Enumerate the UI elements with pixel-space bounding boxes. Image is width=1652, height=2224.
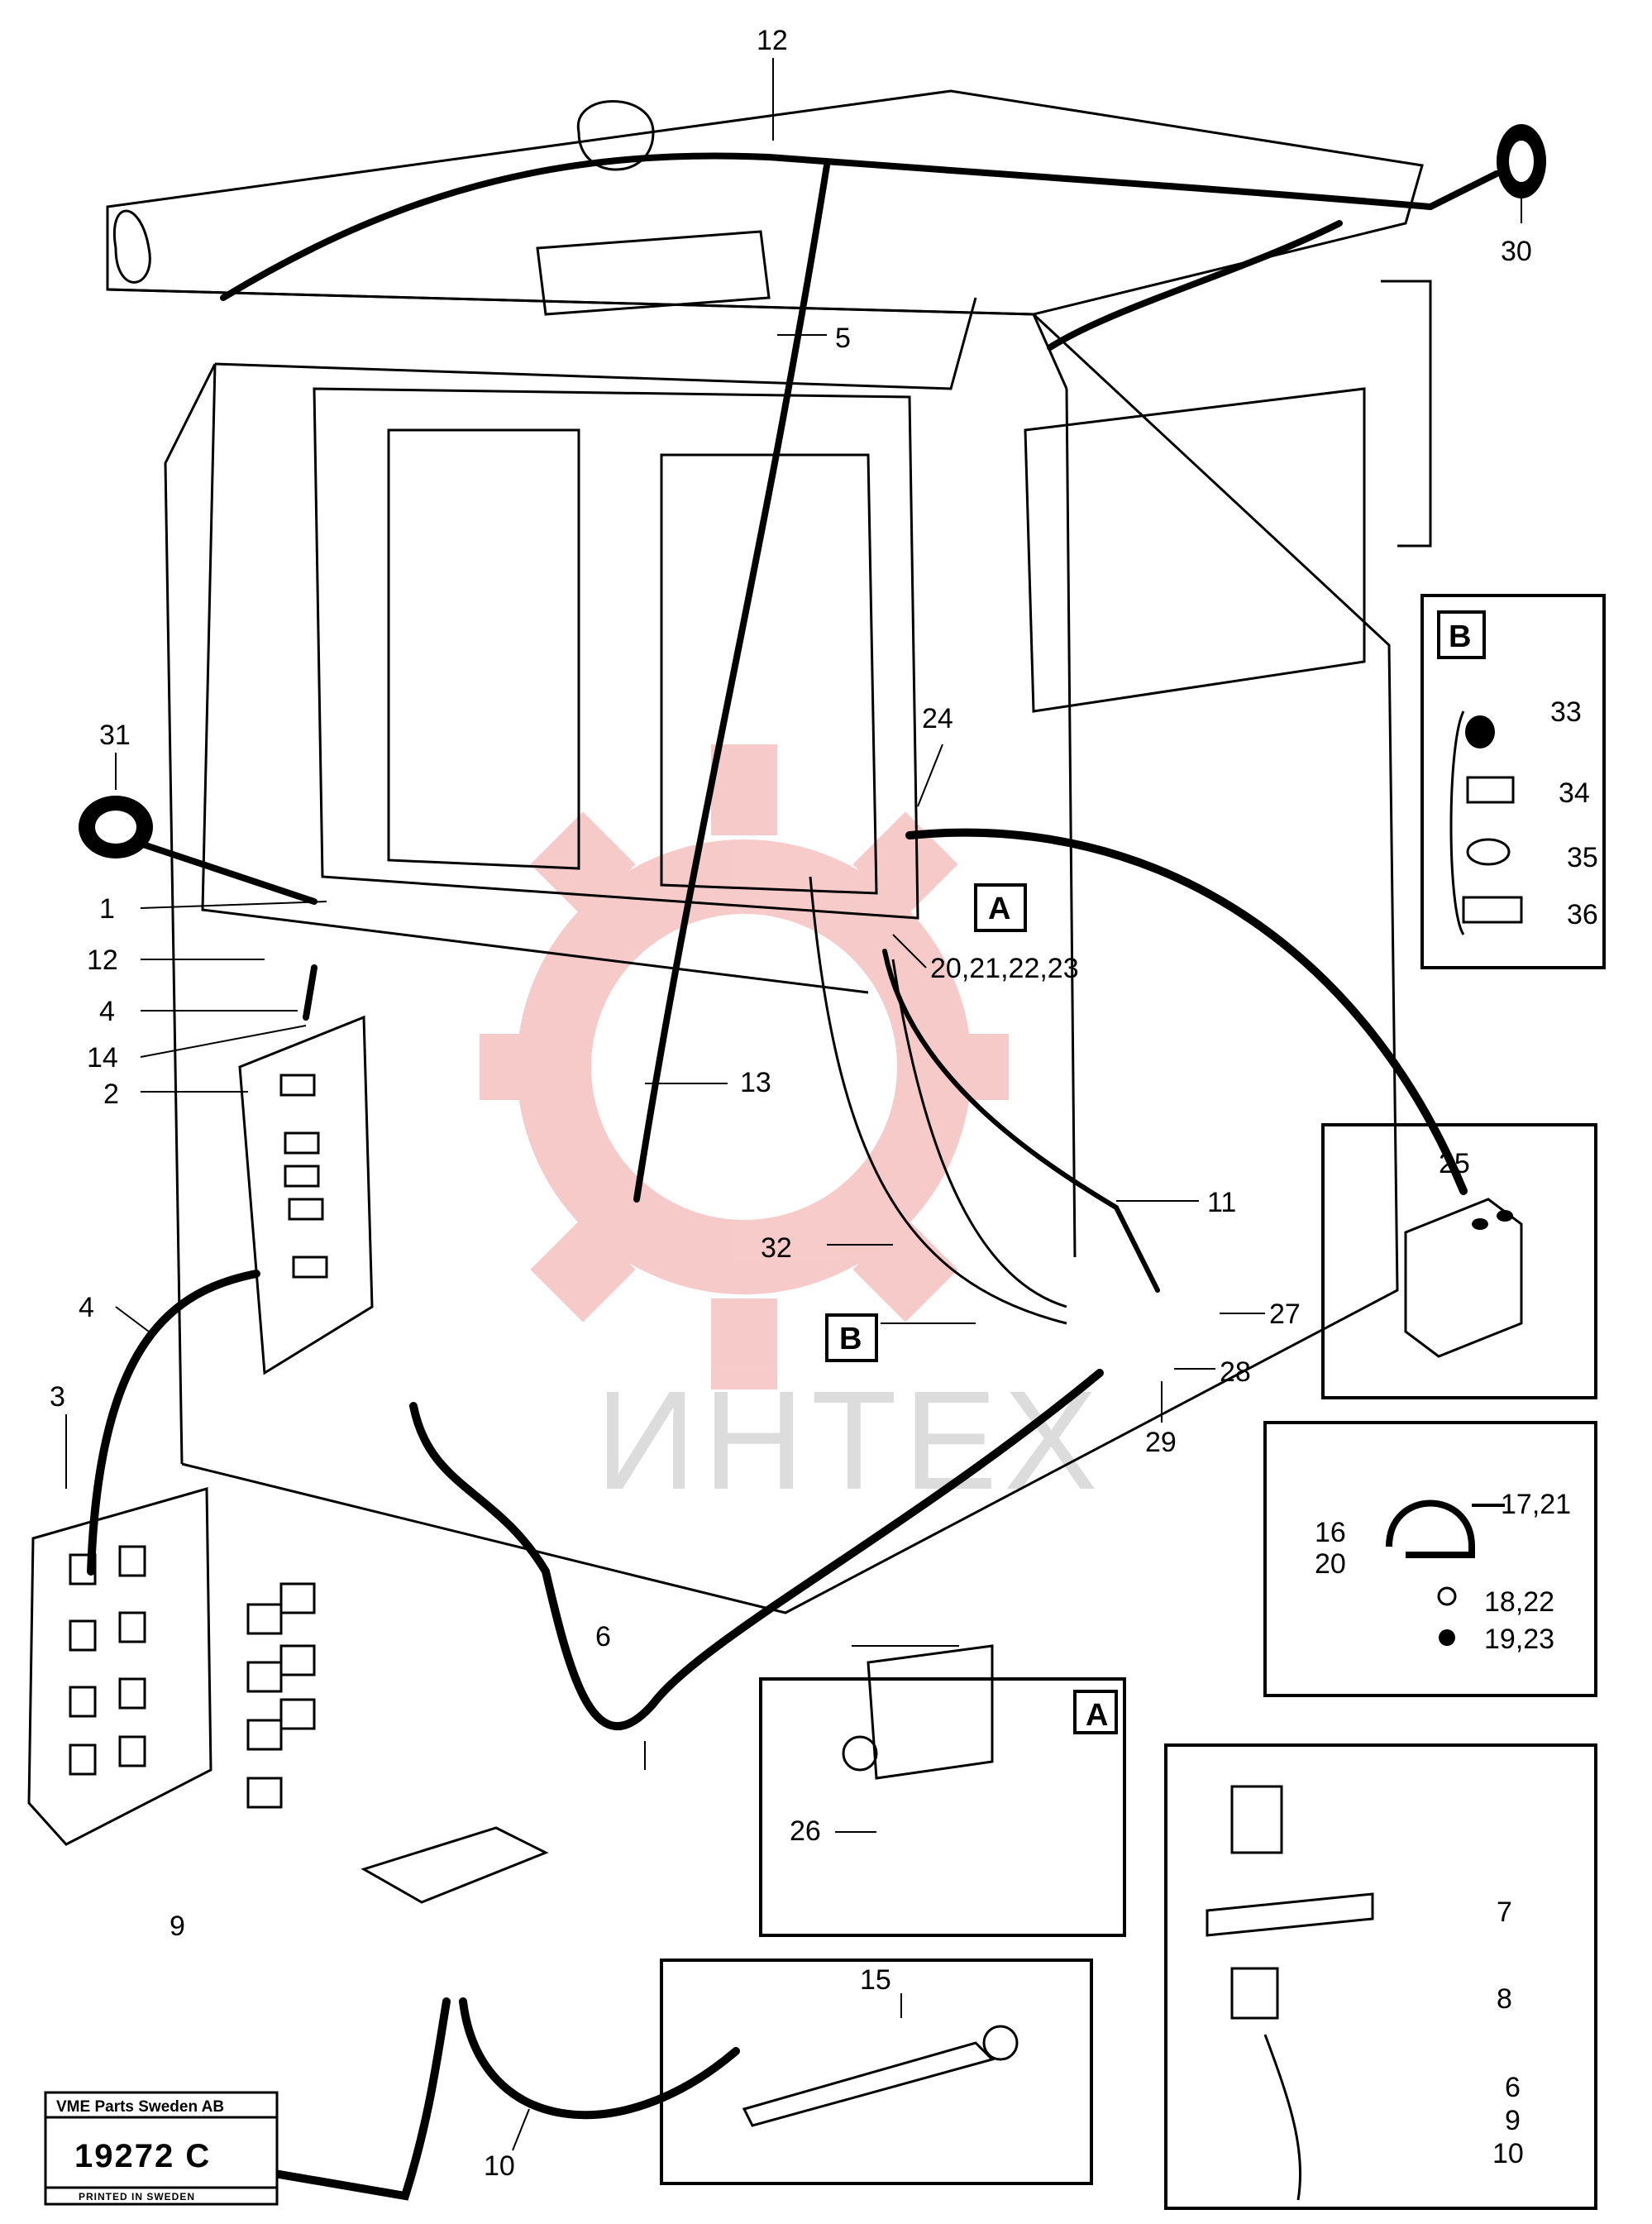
callout-17-21: 17,21 bbox=[1501, 1489, 1571, 1520]
harness-10 bbox=[459, 1997, 740, 2120]
callout-32: 32 bbox=[761, 1232, 792, 1264]
marker-b-letter: B bbox=[839, 1322, 862, 1356]
callout-24: 24 bbox=[922, 703, 953, 734]
callout-27: 27 bbox=[1269, 1299, 1301, 1330]
detail-box-b-upper: B bbox=[1420, 594, 1606, 969]
harness-9 bbox=[87, 1997, 451, 2201]
harness-6 bbox=[409, 1369, 1104, 1730]
callout-8: 8 bbox=[1497, 1983, 1512, 2015]
detail-box-a: A bbox=[759, 1644, 1126, 1937]
relay-terminal-block bbox=[246, 1582, 549, 1904]
callout-1: 1 bbox=[99, 893, 115, 925]
callout-20-23: 20,21,22,23 bbox=[930, 953, 1079, 984]
callout-34: 34 bbox=[1559, 777, 1590, 809]
fuse-box-2 bbox=[238, 1015, 374, 1375]
stamp-company: VME Parts Sweden AB bbox=[56, 2098, 224, 2116]
grommet-30 bbox=[1497, 124, 1546, 198]
detail-box-connector bbox=[1164, 1743, 1597, 2210]
stamp-number: 19272 C bbox=[74, 2138, 211, 2174]
callout-30: 30 bbox=[1501, 236, 1532, 267]
callout-15: 15 bbox=[860, 1964, 891, 1996]
marker-a: A bbox=[974, 883, 1027, 932]
callout-4-upper: 4 bbox=[99, 996, 115, 1027]
callout-25: 25 bbox=[1439, 1148, 1470, 1179]
watermark-text: ИНТЕХ bbox=[595, 1362, 1105, 1519]
callout-29: 29 bbox=[1145, 1427, 1177, 1458]
detail-box-cable-tie bbox=[660, 1959, 1093, 2185]
callout-10-main: 10 bbox=[484, 2150, 515, 2182]
callout-3: 3 bbox=[50, 1381, 65, 1413]
detail-box-25 bbox=[1321, 1123, 1597, 1399]
callout-6-main: 6 bbox=[595, 1621, 611, 1652]
callout-13: 13 bbox=[740, 1067, 771, 1098]
fuse-panel-3 bbox=[27, 1487, 212, 1846]
harness-4 bbox=[87, 1270, 260, 1576]
callout-12-left: 12 bbox=[87, 945, 118, 976]
callout-33: 33 bbox=[1550, 696, 1582, 728]
callout-28: 28 bbox=[1220, 1356, 1251, 1388]
detail-box-b-upper-letter: B bbox=[1449, 619, 1471, 654]
callouts: 12 5 30 31 1 12 4 14 2 24 20,21,22,23 13… bbox=[50, 25, 1598, 2182]
callout-6-detail: 6 bbox=[1505, 2072, 1521, 2103]
callout-35: 35 bbox=[1567, 842, 1598, 873]
callout-31: 31 bbox=[99, 720, 131, 751]
callout-12-top: 12 bbox=[757, 25, 788, 56]
callout-10-detail: 10 bbox=[1492, 2138, 1524, 2169]
callout-16: 16 bbox=[1315, 1517, 1346, 1548]
callout-19-23: 19,23 bbox=[1484, 1624, 1554, 1655]
callout-2: 2 bbox=[103, 1079, 119, 1110]
watermark: ИНТЕХ bbox=[480, 744, 1105, 1519]
callout-9-main: 9 bbox=[169, 1911, 185, 1942]
marker-b: B bbox=[825, 1313, 878, 1362]
callout-18-22: 18,22 bbox=[1484, 1586, 1554, 1618]
cab-outline bbox=[106, 89, 1432, 1614]
stamp-printed: PRINTED IN SWEDEN bbox=[79, 2191, 195, 2202]
grommet-31 bbox=[79, 796, 153, 859]
callout-14: 14 bbox=[87, 1042, 118, 1074]
gear-logo-watermark bbox=[480, 744, 1009, 1389]
wiring-harness bbox=[87, 152, 1500, 2201]
leader-lines bbox=[65, 58, 1522, 2151]
title-stamp: VME Parts Sweden AB 19272 C PRINTED IN S… bbox=[44, 2091, 279, 2206]
callout-4-lower: 4 bbox=[79, 1292, 94, 1323]
harness-5 bbox=[633, 162, 830, 1203]
harness-11 bbox=[905, 828, 1468, 1195]
detail-box-a-letter: A bbox=[1086, 1698, 1108, 1733]
callout-7: 7 bbox=[1497, 1896, 1512, 1928]
callout-20: 20 bbox=[1315, 1548, 1346, 1580]
callout-9-detail: 9 bbox=[1505, 2105, 1521, 2136]
detail-box-clip bbox=[1263, 1421, 1597, 1697]
callout-11: 11 bbox=[1207, 1187, 1236, 1218]
callout-36: 36 bbox=[1567, 899, 1598, 930]
callout-5: 5 bbox=[835, 323, 851, 354]
marker-a-letter: A bbox=[988, 892, 1010, 926]
callout-26: 26 bbox=[790, 1815, 821, 1847]
